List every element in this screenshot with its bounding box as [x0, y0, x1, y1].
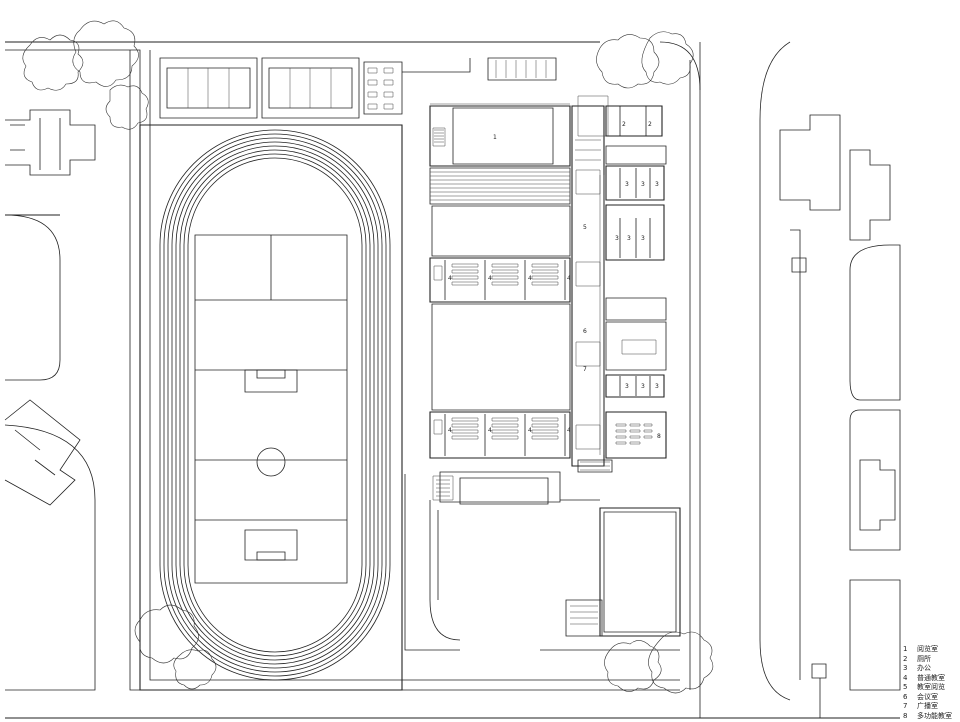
room-label-meeting: 6	[583, 328, 587, 335]
main-building	[430, 96, 666, 472]
room-label-classroom: 4	[528, 427, 532, 434]
neighbor-buildings-east	[760, 42, 900, 718]
legend-item: 5 教室阅览	[903, 683, 960, 693]
legend-number: 3	[903, 664, 908, 672]
legend-label: 教室阅览	[917, 683, 945, 691]
legend-number: 5	[903, 683, 908, 691]
legend-number: 2	[903, 654, 908, 663]
legend-label: 普通教室	[917, 673, 945, 682]
room-label-classroom: 4	[488, 275, 492, 282]
room-label-broadcast: 7	[583, 366, 587, 373]
room-label-toilet: 2	[622, 121, 626, 128]
room-label-office: 3	[641, 235, 645, 242]
room-numbers: 1 2 2 3 3 3 3 3 3 3 3 3 4 4 4 4 4 4 4 4 …	[448, 121, 661, 440]
legend: 1 阅览室 2 厕所 3 办公 4 普通教室 5 教室阅览 6 会议室 7 广播室 8 多功能教…	[903, 645, 960, 721]
sports-courts	[160, 58, 556, 118]
room-label-class-reading: 5	[583, 224, 587, 231]
room-label-office: 3	[655, 181, 659, 188]
room-label-office: 3	[625, 181, 629, 188]
room-label-classroom: 4	[567, 275, 571, 282]
legend-item: 3 办公	[903, 664, 960, 674]
room-label-office: 3	[625, 383, 629, 390]
room-label-multipurpose: 8	[657, 433, 661, 440]
legend-label: 多功能教室	[917, 711, 952, 720]
room-label-toilet: 2	[648, 121, 652, 128]
legend-label: 厕所	[917, 654, 931, 663]
south-buildings	[405, 472, 680, 650]
legend-number: 4	[903, 673, 908, 682]
legend-item: 7 广播室	[903, 702, 960, 712]
legend-item: 1 阅览室	[903, 645, 960, 655]
room-label-classroom: 4	[448, 275, 452, 282]
room-label-reading: 1	[493, 134, 497, 141]
legend-label: 会议室	[917, 692, 938, 701]
room-label-office: 3	[627, 235, 631, 242]
classroom-desks	[434, 264, 558, 439]
legend-number: 1	[903, 645, 908, 653]
room-label-classroom: 4	[567, 427, 571, 434]
legend-label: 广播室	[917, 702, 938, 710]
legend-number: 6	[903, 692, 908, 701]
trees	[23, 21, 713, 693]
legend-item: 8 多功能教室	[903, 712, 960, 722]
football-pitch	[195, 235, 347, 583]
legend-item: 6 会议室	[903, 693, 960, 703]
room-label-office: 3	[655, 383, 659, 390]
legend-item: 2 厕所	[903, 655, 960, 665]
room-label-office: 3	[615, 235, 619, 242]
room-label-office: 3	[641, 383, 645, 390]
legend-number: 8	[903, 711, 908, 720]
neighbor-buildings-west	[5, 110, 95, 690]
legend-label: 办公	[917, 664, 931, 672]
room-label-classroom: 4	[488, 427, 492, 434]
room-label-classroom: 4	[528, 275, 532, 282]
legend-item: 4 普通教室	[903, 674, 960, 684]
running-track	[140, 125, 402, 690]
room-label-office: 3	[641, 181, 645, 188]
legend-number: 7	[903, 702, 908, 710]
room-label-classroom: 4	[448, 427, 452, 434]
site-boundary	[5, 42, 900, 718]
legend-label: 阅览室	[917, 645, 938, 653]
